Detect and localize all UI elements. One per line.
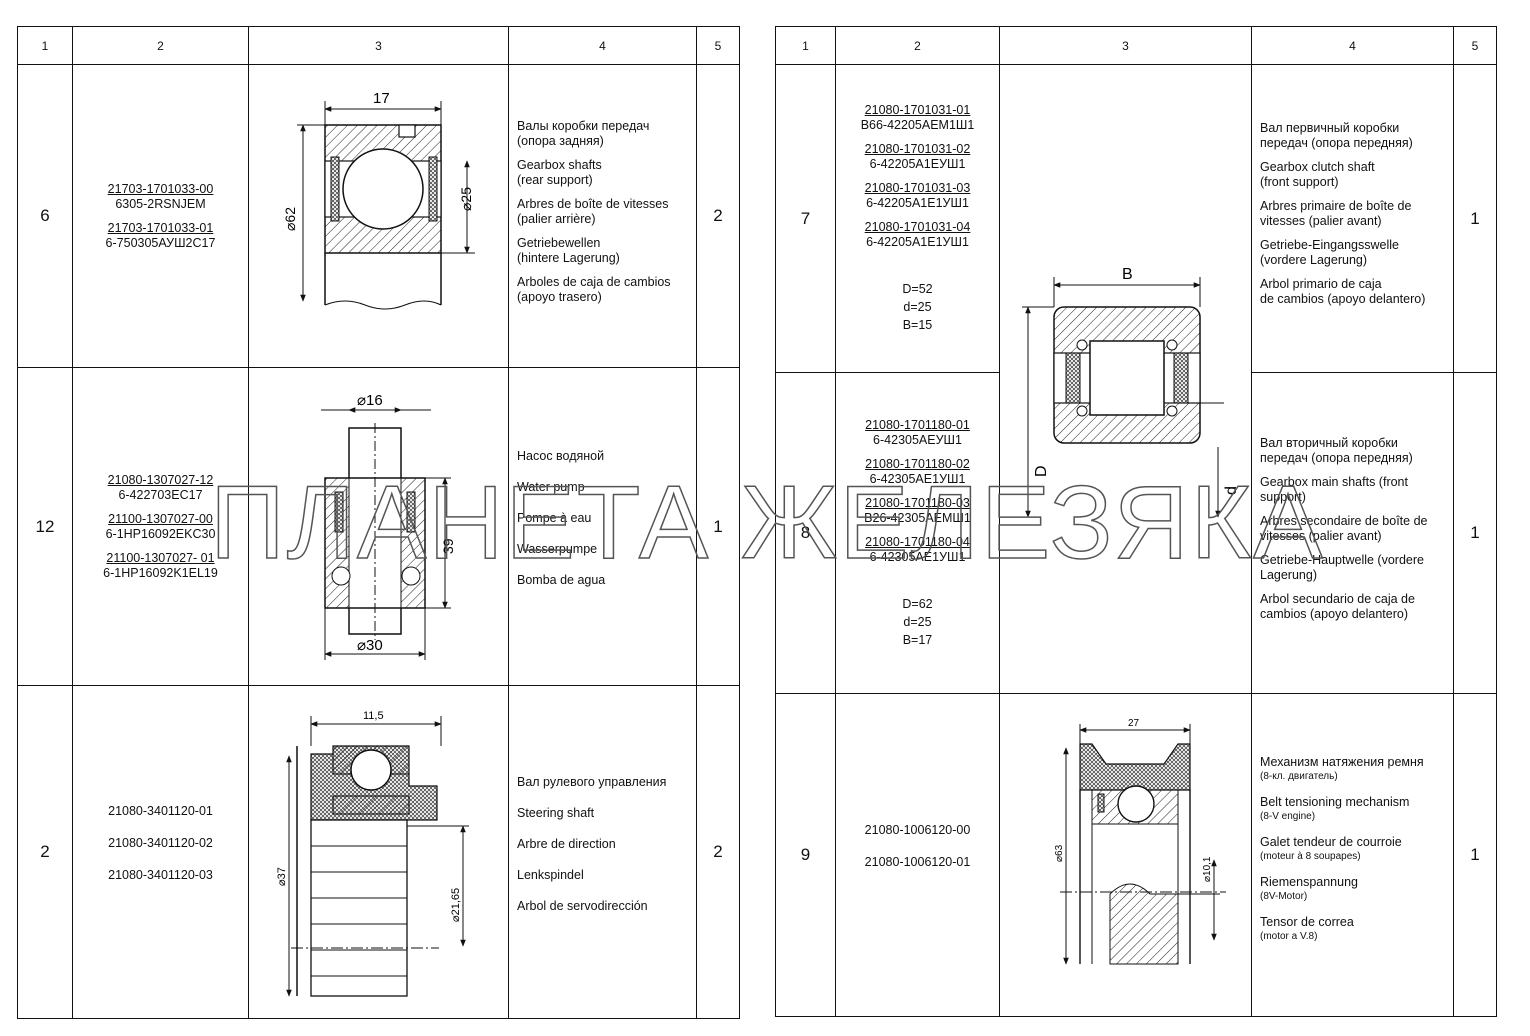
dim-width-label: 17 [373, 90, 390, 107]
description: Насос водяной Water pump Pompe à eau Was… [508, 367, 697, 686]
ball-bearing-section-icon: 17 ⌀62 ⌀25 [282, 90, 475, 310]
quantity: 1 [1453, 693, 1497, 1017]
bearing-drawing: B D d [999, 64, 1252, 694]
row-number: 12 [17, 367, 73, 686]
dim-inner-label: ⌀25 [458, 187, 474, 211]
row-number: 8 [775, 372, 836, 694]
bearing-drawing: 17 ⌀62 ⌀25 [248, 64, 509, 368]
header-col-1: 1 [17, 26, 73, 65]
header-col-3: 3 [999, 26, 1252, 65]
dim-b-label: B [1122, 266, 1133, 283]
table-row: 2 21080-3401120-01 21080-3401120-02 2108… [17, 685, 740, 1019]
part-numbers: 21080-3401120-01 21080-3401120-02 21080-… [72, 685, 249, 1019]
header-col-4: 4 [1251, 26, 1454, 65]
row-number: 7 [775, 64, 836, 373]
description: Вал вторичный коробки передач (опора пер… [1251, 372, 1454, 694]
tensioner-pulley-section-icon: 27 ⌀63 ⌀10,1 [1054, 718, 1226, 965]
description: Валы коробки передач (опора задняя) Gear… [508, 64, 697, 368]
dim-d-outer-label: D [1033, 465, 1050, 477]
dim-d-inner-label: d [1223, 486, 1240, 495]
part-numbers: 21080-1006120-00 21080-1006120-01 [835, 693, 1000, 1017]
header-col-4: 4 [508, 26, 697, 65]
bearing-drawing: 27 ⌀63 ⌀10,1 [999, 693, 1252, 1017]
description: Механизм натяжения ремня(8-кл. двигатель… [1251, 693, 1454, 1017]
roller-bearing-section-icon: B D d [1022, 266, 1240, 518]
quantity: 1 [1453, 372, 1497, 694]
right-header-row: 1 2 3 4 5 [775, 26, 1497, 65]
part-entry: 21080-3401120-02 [108, 836, 213, 850]
part-entry: 21080-3401120-01 [108, 804, 213, 818]
row-number: 2 [17, 685, 73, 1019]
part-entry: 21080-1006120-00 [864, 823, 971, 837]
row-number: 9 [775, 693, 836, 1017]
header-col-3: 3 [248, 26, 509, 65]
dimensions: D=52 d=25 B=15 [902, 282, 933, 332]
bearing-drawing: ⌀16 39 ⌀30 [248, 367, 509, 686]
steering-bearing-section-icon: 11,5 ⌀37 ⌀21,65 [276, 710, 469, 997]
part-entry: 21080-1006120-01 [864, 855, 971, 869]
quantity: 2 [696, 685, 740, 1019]
dim-top-label: ⌀16 [357, 392, 383, 409]
dim-outer-label: ⌀63 [1054, 844, 1065, 862]
dim-inner-label: ⌀10,1 [1202, 856, 1213, 882]
dimensions: D=62 d=25 B=17 [902, 596, 933, 647]
quantity: 1 [696, 367, 740, 686]
header-col-5: 5 [696, 26, 740, 65]
dim-outer-label: ⌀62 [282, 207, 298, 231]
quantity: 1 [1453, 64, 1497, 373]
header-col-5: 5 [1453, 26, 1497, 65]
header-col-1: 1 [775, 26, 836, 65]
dim-height-label: 39 [440, 538, 456, 554]
description: Вал рулевого управления Steering shaft A… [508, 685, 697, 1019]
left-header-row: 1 2 3 4 5 [17, 26, 740, 65]
description: Вал первичный коробки передач (опора пер… [1251, 64, 1454, 373]
dim-bottom-label: ⌀30 [357, 637, 383, 654]
table-row: 9 21080-1006120-00 21080-1006120-01 27 [775, 693, 1497, 1017]
bearing-drawing: 11,5 ⌀37 ⌀21,65 [248, 685, 509, 1019]
part-entry: 21080-3401120-03 [108, 868, 213, 882]
dim-outer-label: ⌀37 [276, 867, 288, 886]
quantity: 2 [696, 64, 740, 368]
dim-width-label: 11,5 [363, 710, 384, 722]
header-col-2: 2 [835, 26, 1000, 65]
header-col-2: 2 [72, 26, 249, 65]
row-number: 6 [17, 64, 73, 368]
pump-bearing-section-icon: ⌀16 39 ⌀30 [321, 392, 456, 660]
dim-inner-label: ⌀21,65 [450, 888, 462, 922]
dim-width-label: 27 [1128, 718, 1140, 729]
